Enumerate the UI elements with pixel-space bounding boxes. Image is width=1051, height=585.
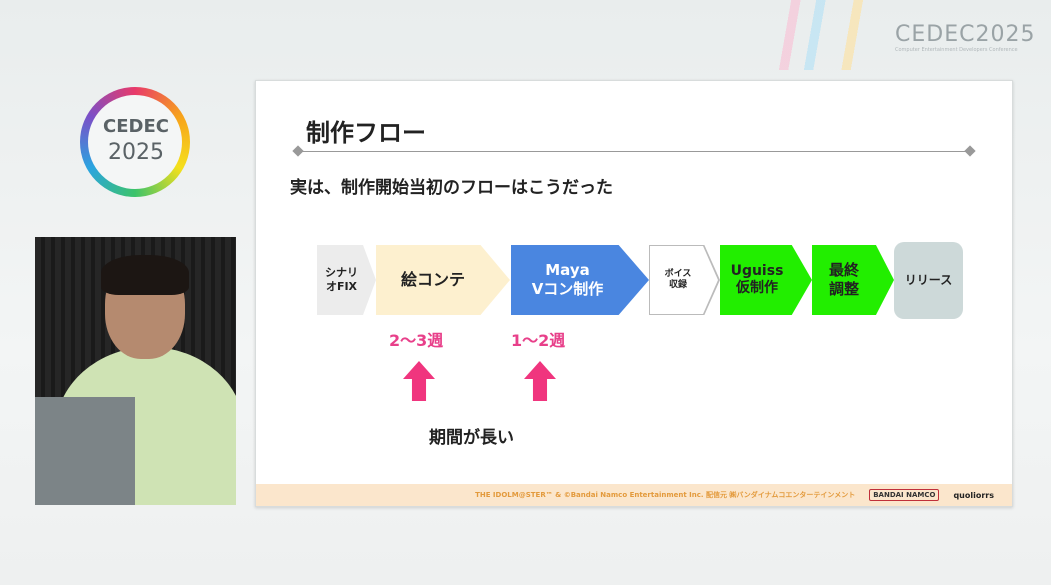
slide-footer: THE IDOLM@STER™ & ©Bandai Namco Entertai…	[256, 484, 1012, 506]
flow-step-final: 最終 調整	[812, 245, 894, 315]
laptop	[35, 397, 135, 505]
up-arrow-icon	[524, 361, 556, 401]
duration-maya: 1〜2週	[511, 331, 566, 350]
copyright-text: THE IDOLM@STER™ & ©Bandai Namco Entertai…	[475, 491, 856, 499]
slide-subtitle: 実は、制作開始当初のフローはこうだった	[290, 178, 613, 198]
flow-step-voice: ボイス 収録	[650, 246, 718, 314]
flow-step-maya: Maya Vコン制作	[511, 245, 649, 315]
speaker-webcam	[35, 237, 236, 505]
decorative-stripes	[760, 0, 1051, 70]
flow-step-uguiss: Uguiss 仮制作	[720, 245, 812, 315]
slide-title: 制作フロー	[306, 119, 426, 147]
presentation-slide: 制作フロー 実は、制作開始当初のフローはこうだった シナリ オFIX 絵コンテ …	[255, 80, 1013, 507]
diamond-icon	[292, 145, 304, 157]
diamond-icon	[964, 145, 976, 157]
flow-step-scenario: シナリ オFIX	[317, 245, 376, 315]
quoliorrs-logo: quoliorrs	[953, 490, 994, 500]
up-arrow-icon	[403, 361, 435, 401]
title-divider	[298, 151, 970, 152]
cedec-logo-inner	[88, 95, 182, 189]
speaker-hair	[101, 255, 189, 295]
duration-storyboard: 2〜3週	[389, 331, 444, 350]
flow-step-release: リリース	[894, 242, 963, 319]
flow-step-storyboard: 絵コンテ	[376, 245, 510, 315]
note-text: 期間が長い	[429, 428, 514, 448]
bandai-namco-logo: BANDAI NAMCO	[869, 489, 940, 501]
